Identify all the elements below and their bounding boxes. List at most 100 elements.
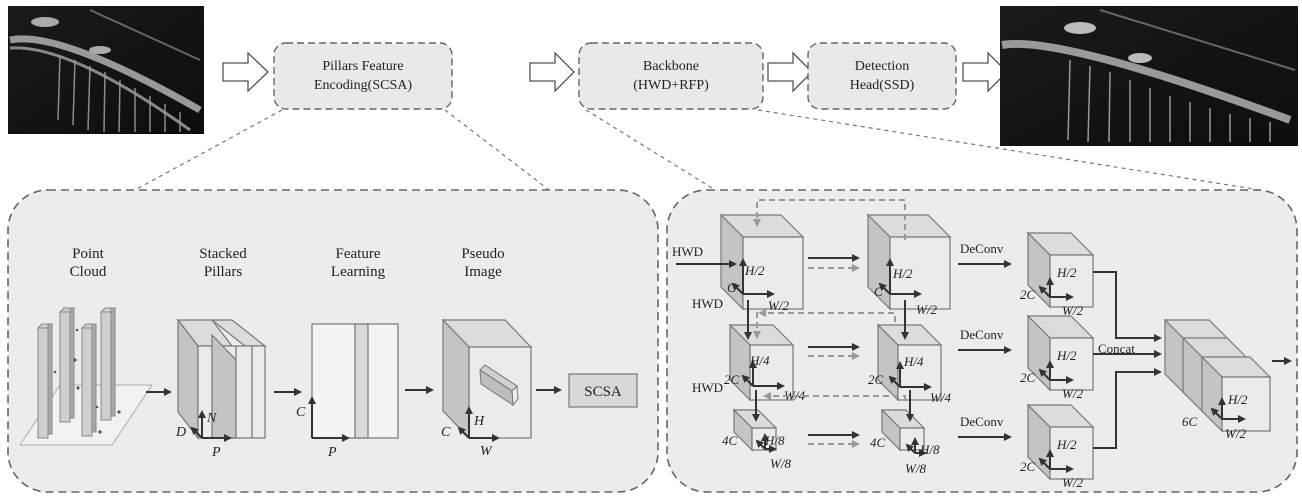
deconv-label: DeConv <box>960 414 1004 429</box>
dim-label: W/2 <box>1062 303 1083 318</box>
stage-backbone: Backbone (HWD+RFP) <box>578 42 764 110</box>
cube-front-face <box>1049 254 1094 308</box>
input-lidar-image <box>8 6 204 134</box>
dim-label: H/8 <box>764 433 785 448</box>
stage-label-line1: Pillars Feature <box>322 59 403 74</box>
step-feature-learning: Feature Learning C P <box>296 246 399 460</box>
concat-label: Concat <box>1098 341 1135 356</box>
axis-arrow <box>731 282 744 295</box>
stage-label-line1: Detection <box>855 59 909 74</box>
cube-front-face <box>897 344 942 401</box>
axis-arrow <box>888 375 901 388</box>
concat-arrow <box>1093 271 1162 342</box>
feedback-arrow <box>758 309 896 322</box>
dim-label: H/4 <box>749 353 770 368</box>
step-label-line1: Point <box>72 246 105 262</box>
dim-label: W/2 <box>1225 426 1246 441</box>
zoom-guide-line <box>134 109 283 191</box>
step-label-line1: Stacked <box>199 246 247 262</box>
backbone-detail-panel <box>666 189 1298 493</box>
dim-label: 2C <box>724 372 740 387</box>
dim-label: W/4 <box>930 390 951 405</box>
dim-label: 4C <box>870 435 886 450</box>
stage-pillars-feature-encoding: Pillars Feature Encoding(SCSA) <box>273 42 453 110</box>
zoom-guide-line <box>444 109 641 261</box>
axis-label: N <box>206 411 217 426</box>
step-label-line2: Pillars <box>204 264 242 280</box>
dim-label: C <box>727 280 736 295</box>
hwd-label: HWD <box>692 296 723 311</box>
dim-label: 4C <box>722 433 738 448</box>
dim-label: H/2 <box>1056 437 1077 452</box>
flow-arrow-3 <box>767 51 813 93</box>
dim-label: 2C <box>1020 370 1036 385</box>
step-label-line2: Learning <box>331 264 386 280</box>
axis-label: W <box>480 444 493 459</box>
stage-label-line2: Head(SSD) <box>850 78 915 93</box>
dim-label: H/2 <box>1056 348 1077 363</box>
hwd-label: HWD <box>692 380 723 395</box>
dim-label: 6C <box>1182 414 1198 429</box>
flow-arrow-2 <box>529 51 575 93</box>
feature-cube-l2 <box>728 323 795 402</box>
concat-arrow <box>1093 368 1162 449</box>
stage-label-line1: Backbone <box>643 59 699 74</box>
dim-label: W/8 <box>770 456 791 471</box>
axis-arrow <box>1038 368 1051 381</box>
cube-front-face <box>749 344 794 401</box>
dim-label: W/2 <box>1062 475 1083 490</box>
deconv-label: DeConv <box>960 241 1004 256</box>
stage-label-line2: (HWD+RFP) <box>633 78 709 93</box>
dim-label: W/2 <box>768 298 789 313</box>
axis-arrow <box>741 374 754 387</box>
dim-label: H/2 <box>744 263 765 278</box>
step-label-line2: Image <box>464 264 502 280</box>
dim-label: H/4 <box>903 354 924 369</box>
flow-arrow-1 <box>222 51 269 93</box>
axis-arrow <box>1210 407 1223 420</box>
zoom-guide-line <box>585 109 713 189</box>
axis-arrow <box>905 443 916 454</box>
stage-detection-head: Detection Head(SSD) <box>807 42 957 110</box>
dim-label: H/8 <box>919 442 940 457</box>
cube-front-face <box>1049 337 1094 391</box>
feedback-arrow <box>753 199 906 240</box>
output-lidar-image <box>1000 6 1298 146</box>
hwd-label: HWD <box>672 244 703 259</box>
axis-arrow <box>1038 457 1051 470</box>
flow-arrow-4 <box>962 51 1008 93</box>
stage-label-line2: Encoding(SCSA) <box>314 78 412 93</box>
feedback-arrow <box>763 392 906 400</box>
concat-cube-c <box>1200 355 1272 433</box>
scsa-module: SCSA <box>568 373 638 408</box>
axis-label: C <box>296 405 306 420</box>
axis-arrow <box>755 439 766 450</box>
axis-arrow <box>878 282 891 295</box>
feature-cube-m2 <box>876 323 943 402</box>
dim-label: W/8 <box>905 461 926 476</box>
dim-label: 2C <box>1020 459 1036 474</box>
dim-label: W/2 <box>1062 386 1083 401</box>
step-point-cloud: Point Cloud <box>19 246 153 446</box>
cube-front-face <box>1049 426 1094 480</box>
step-label-line1: Feature <box>336 246 381 262</box>
dim-label: 2C <box>1020 287 1036 302</box>
step-stacked-pillars: Stacked Pillars D N P <box>175 246 267 460</box>
axis-label: P <box>327 445 337 460</box>
axis-label: P <box>211 445 221 460</box>
step-label-line2: Cloud <box>70 264 107 280</box>
dim-label: H/2 <box>1056 265 1077 280</box>
dim-label: H/2 <box>1227 392 1248 407</box>
step-label-line1: Pseudo <box>461 246 504 262</box>
step-pseudo-image: Pseudo Image C H W <box>441 246 533 459</box>
dim-label: C <box>874 284 883 299</box>
dim-label: H/2 <box>892 266 913 281</box>
axis-arrow <box>1038 285 1051 298</box>
scsa-label: SCSA <box>584 384 622 400</box>
dim-label: 2C <box>868 372 884 387</box>
axis-label: C <box>441 425 451 440</box>
dim-label: W/2 <box>916 302 937 317</box>
deconv-label: DeConv <box>960 327 1004 342</box>
backbone-network: H/2CW/2H/42CW/4H/84CW/8H/2CW/2H/42CW/4H/… <box>672 199 1292 490</box>
